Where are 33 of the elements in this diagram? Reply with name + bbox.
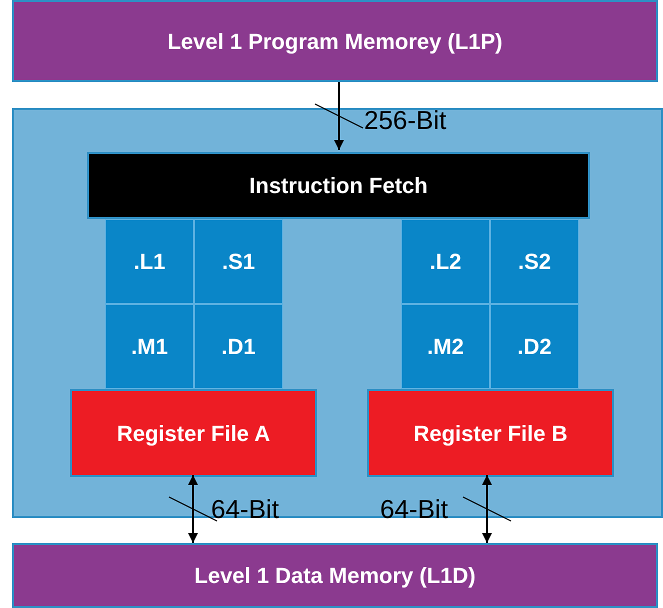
memory-box — [12, 543, 658, 608]
register-file-box — [70, 389, 317, 477]
node-label: Register File B — [413, 420, 568, 448]
node-label: .D2 — [517, 333, 552, 361]
edge-label: 256-Bit — [364, 107, 446, 133]
node-label: Instruction Fetch — [249, 172, 428, 200]
bus-arrow — [314, 82, 364, 150]
node-label: .M2 — [427, 333, 464, 361]
bus-arrow — [168, 475, 218, 543]
node-label: .L2 — [430, 248, 462, 276]
node-label: .M1 — [131, 333, 168, 361]
functional-unit-box — [105, 219, 194, 304]
bus-arrow — [462, 475, 512, 543]
functional-unit-box — [194, 219, 283, 304]
fetch-box — [87, 152, 590, 219]
node-label: Level 1 Data Memory (L1D) — [194, 562, 476, 590]
register-file-box — [367, 389, 614, 477]
functional-unit-box — [401, 219, 490, 304]
functional-unit-box — [194, 304, 283, 389]
functional-unit-box — [105, 304, 194, 389]
core-box — [12, 108, 663, 518]
node-label: .L1 — [134, 248, 166, 276]
edge-label: 64-Bit — [380, 496, 448, 522]
node-label: Register File A — [116, 420, 270, 448]
node-label: .S2 — [518, 248, 552, 276]
edge-label: 64-Bit — [211, 496, 279, 522]
memory-box — [12, 0, 658, 82]
functional-unit-box — [401, 304, 490, 389]
node-label: Level 1 Program Memorey (L1P) — [167, 28, 502, 56]
node-label: .S1 — [222, 248, 256, 276]
node-label: .D1 — [221, 333, 256, 361]
functional-unit-box — [490, 219, 579, 304]
functional-unit-box — [490, 304, 579, 389]
